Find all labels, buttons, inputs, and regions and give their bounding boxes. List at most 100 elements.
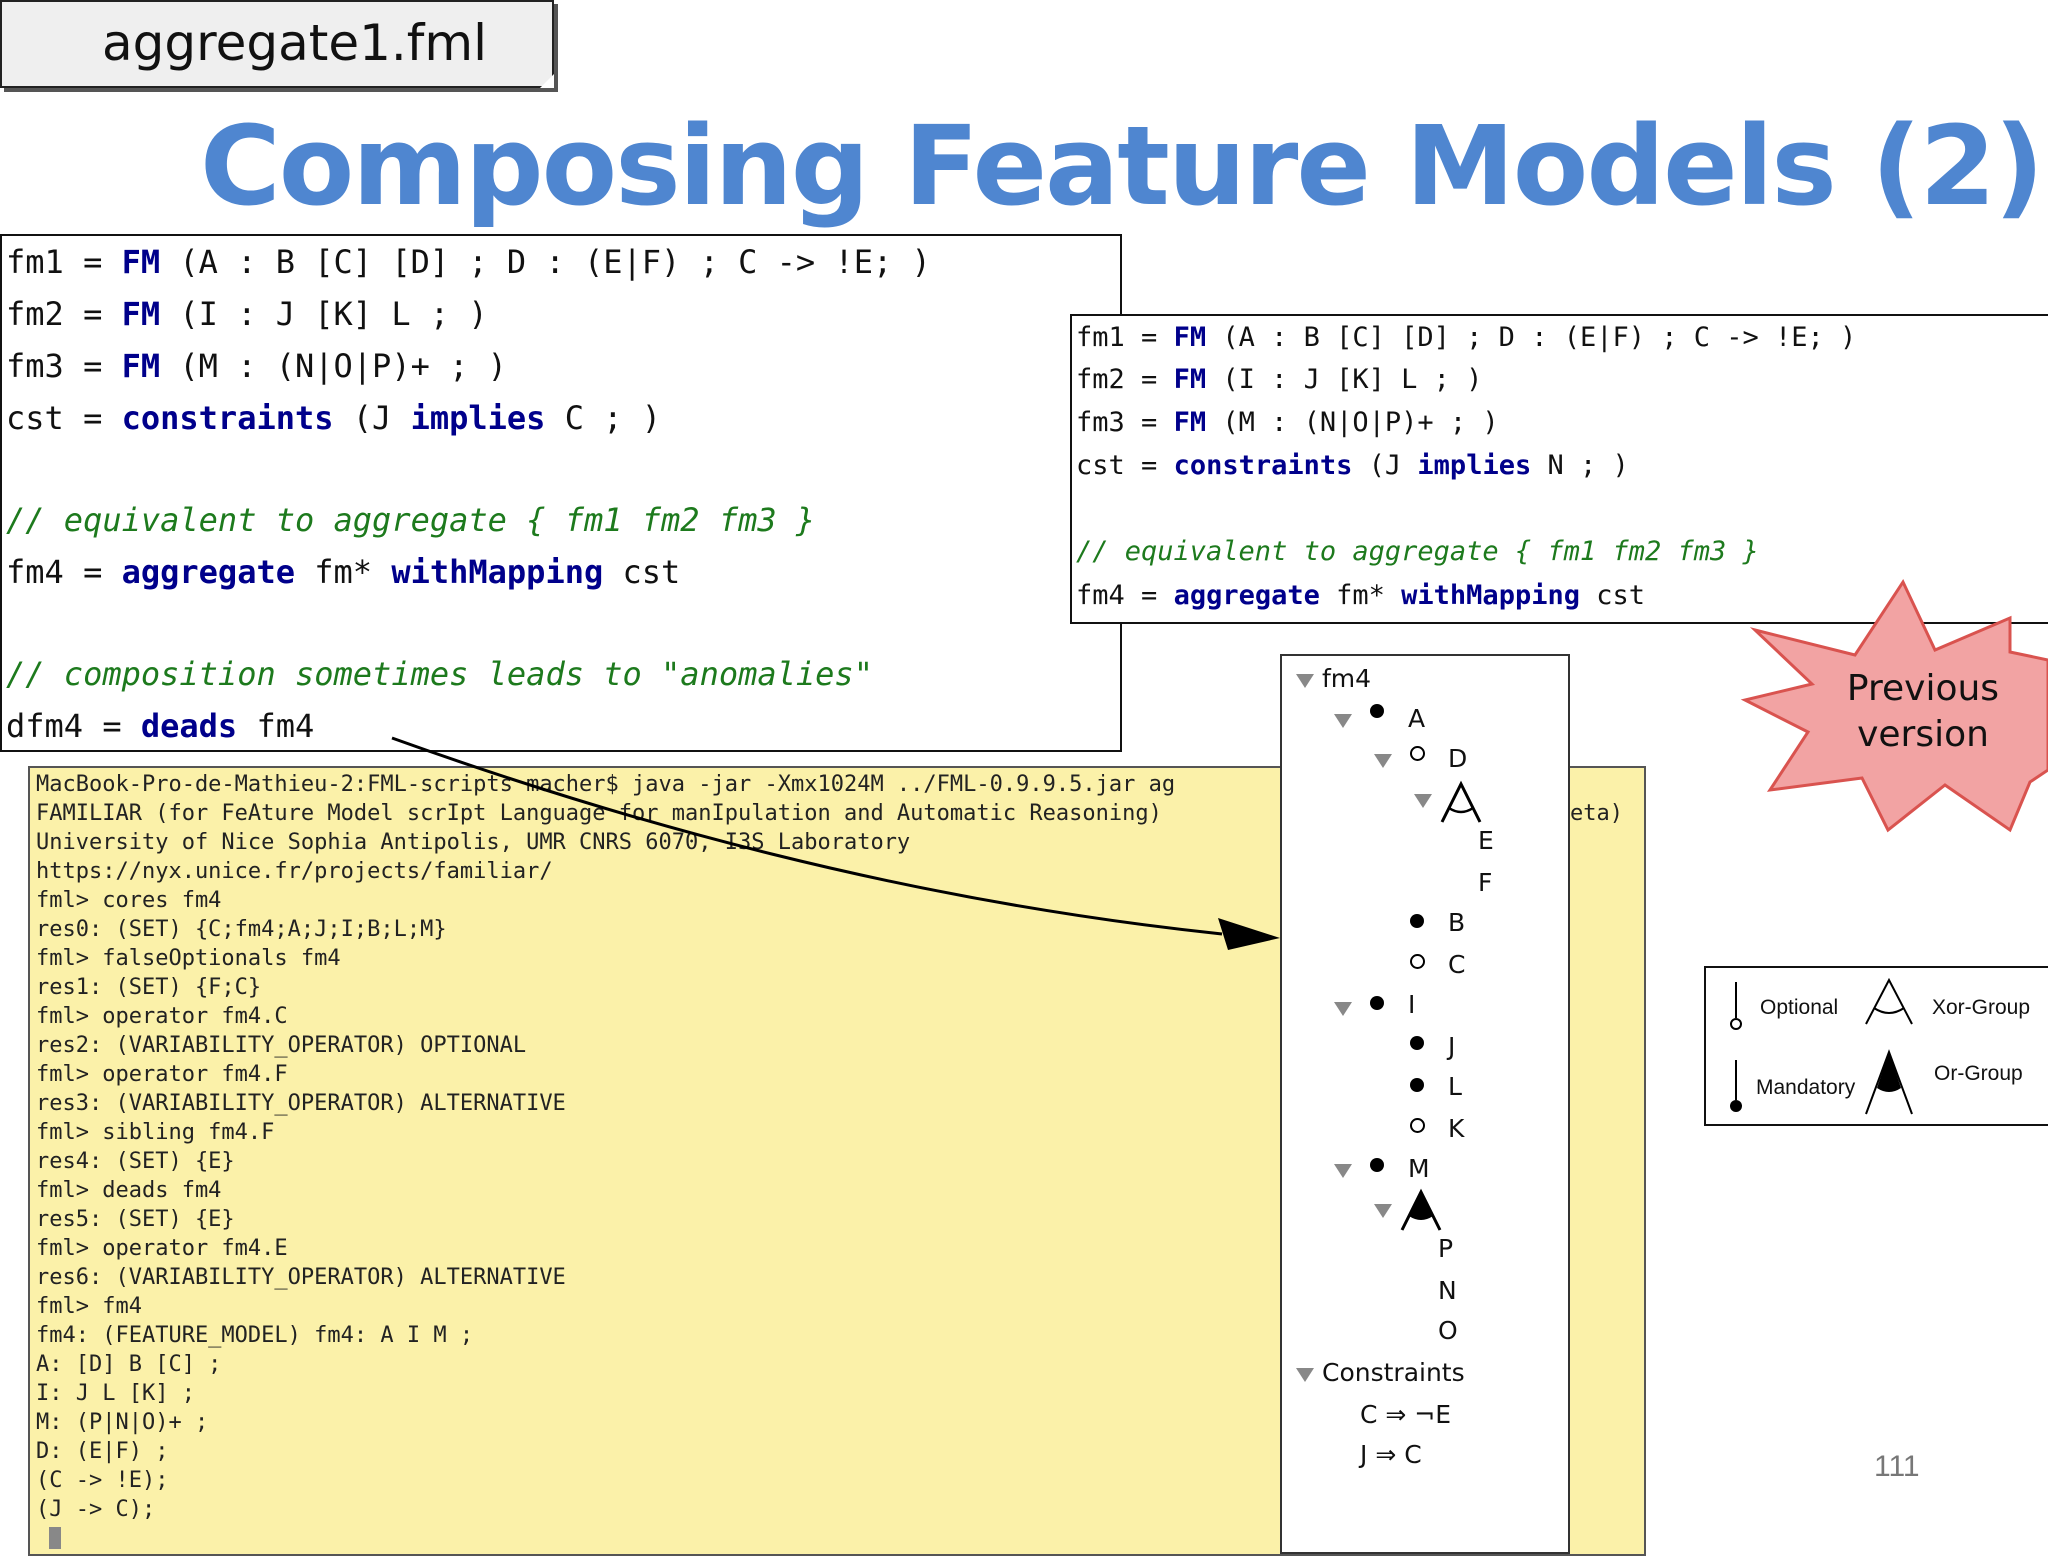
terminal-line: res1: (SET) {F;C} xyxy=(36,975,262,1000)
terminal-line: fml> operator fm4.C xyxy=(36,1004,288,1029)
expand-arrow-icon[interactable] xyxy=(1334,1002,1352,1016)
terminal-line: res3: (VARIABILITY_OPERATOR) ALTERNATIVE xyxy=(36,1091,566,1116)
tree-node-I[interactable]: I xyxy=(1408,990,1416,1019)
tree-node-fm4[interactable]: fm4 xyxy=(1322,664,1372,693)
prev-code-line-cst: cst = constraints (J implies N ; ) xyxy=(1076,450,1629,481)
expand-arrow-icon[interactable] xyxy=(1374,754,1392,768)
terminal-line: MacBook-Pro-de-Mathieu-2:FML-scripts mac… xyxy=(36,772,1176,797)
or-group-icon xyxy=(1400,1188,1442,1231)
expand-arrow-icon[interactable] xyxy=(1414,794,1432,808)
tree-node-O[interactable]: O xyxy=(1438,1316,1458,1345)
terminal-line: fm4: (FEATURE_MODEL) fm4: A I M ; xyxy=(36,1323,474,1348)
terminal-line: fml> cores fm4 xyxy=(36,888,222,913)
terminal-line: (J -> C); xyxy=(36,1497,156,1522)
terminal-line: fml> deads fm4 xyxy=(36,1178,222,1203)
slide-title: Composing Feature Models (2) xyxy=(200,102,2044,230)
terminal-line: D: (E|F) ; xyxy=(36,1439,169,1464)
file-name-label: aggregate1.fml xyxy=(102,14,487,72)
legend-or-label: Or-Group xyxy=(1934,1062,2023,1085)
code-line-fm4: fm4 = aggregate fm* withMapping cst xyxy=(6,553,681,591)
code-line-cst: cst = constraints (J implies C ; ) xyxy=(6,399,662,437)
mandatory-dot-icon xyxy=(1370,996,1384,1010)
terminal-line: fml> falseOptionals fm4 xyxy=(36,946,341,971)
terminal-overflow-text: eta) xyxy=(1570,801,1623,826)
mandatory-dot-icon xyxy=(1370,704,1384,718)
terminal-line: fml> operator fm4.F xyxy=(36,1062,288,1087)
tree-node-C[interactable]: C xyxy=(1448,950,1466,979)
code-line-dfm4: dfm4 = deads fm4 xyxy=(6,707,315,745)
terminal-line: res5: (SET) {E} xyxy=(36,1207,235,1232)
prev-code-line-fm2: fm2 = FM (I : J [K] L ; ) xyxy=(1076,364,1483,395)
mandatory-edge-icon xyxy=(1730,1060,1742,1112)
prev-code-comment-equivalent: // equivalent to aggregate { fm1 fm2 fm3… xyxy=(1076,536,1759,567)
terminal-line: FAMILIAR (for FeAture Model scrIpt Langu… xyxy=(36,801,1162,826)
terminal-line: fml> fm4 xyxy=(36,1294,142,1319)
optional-edge-icon xyxy=(1730,982,1742,1030)
terminal-line: res6: (VARIABILITY_OPERATOR) ALTERNATIVE xyxy=(36,1265,566,1290)
expand-arrow-icon[interactable] xyxy=(1374,1204,1392,1218)
terminal-line: A: [D] B [C] ; xyxy=(36,1352,222,1377)
tree-node-D[interactable]: D xyxy=(1448,744,1468,773)
tree-constraint[interactable]: J ⇒ C xyxy=(1360,1440,1422,1469)
mandatory-dot-icon xyxy=(1370,1158,1384,1172)
previous-code-box: fm1 = FM (A : B [C] [D] ; D : (E|F) ; C … xyxy=(1070,314,2048,624)
prev-code-line-fm4: fm4 = aggregate fm* withMapping cst xyxy=(1076,580,1645,611)
tree-node-J[interactable]: J xyxy=(1448,1032,1456,1061)
optional-dot-icon xyxy=(1410,954,1425,969)
tree-node-F[interactable]: F xyxy=(1478,868,1493,897)
prev-code-line-fm3: fm3 = FM (M : (N|O|P)+ ; ) xyxy=(1076,407,1499,438)
tree-constraint[interactable]: C ⇒ ¬E xyxy=(1360,1400,1452,1429)
expand-arrow-icon[interactable] xyxy=(1296,674,1314,688)
or-group-legend-icon xyxy=(1865,1049,1913,1115)
callout-line-1: Previous xyxy=(1846,668,2000,709)
tree-node-M[interactable]: M xyxy=(1408,1154,1430,1183)
code-line-fm3: fm3 = FM (M : (N|O|P)+ ; ) xyxy=(6,347,507,385)
mandatory-dot-icon xyxy=(1410,1036,1424,1050)
terminal-line: M: (P|N|O)+ ; xyxy=(36,1410,209,1435)
terminal-line: res4: (SET) {E} xyxy=(36,1149,235,1174)
tree-node-E[interactable]: E xyxy=(1478,826,1494,855)
current-code-box: fm1 = FM (A : B [C] [D] ; D : (E|F) ; C … xyxy=(0,234,1122,752)
mandatory-dot-icon xyxy=(1410,914,1424,928)
terminal-line: University of Nice Sophia Antipolis, UMR… xyxy=(36,830,911,855)
tab-fold xyxy=(540,74,554,88)
feature-model-tree[interactable]: fm4 A D E F B C I J L K M P N O Constrai… xyxy=(1280,654,1570,1554)
callout-line-2: version xyxy=(1857,714,1989,755)
tree-node-B[interactable]: B xyxy=(1448,908,1466,937)
tree-node-A[interactable]: A xyxy=(1408,704,1426,733)
prev-code-line-fm1: fm1 = FM (A : B [C] [D] ; D : (E|F) ; C … xyxy=(1076,322,1857,353)
terminal-line: I: J L [K] ; xyxy=(36,1381,195,1406)
terminal-line: https://nyx.unice.fr/projects/familiar/ xyxy=(36,859,553,884)
legend-xor-label: Xor-Group xyxy=(1932,996,2031,1019)
tree-node-N[interactable]: N xyxy=(1438,1276,1457,1305)
xor-group-legend-icon xyxy=(1865,978,1913,1025)
code-comment-anomalies: // composition sometimes leads to "anoma… xyxy=(6,655,873,693)
terminal-line: fml> operator fm4.E xyxy=(36,1236,288,1261)
mandatory-dot-icon xyxy=(1410,1078,1424,1092)
expand-arrow-icon[interactable] xyxy=(1334,1164,1352,1178)
legend-mandatory-label: Mandatory xyxy=(1756,1076,1856,1099)
page-number: 111 xyxy=(1874,1450,1920,1483)
expand-arrow-icon[interactable] xyxy=(1296,1368,1314,1382)
previous-version-label: Previous version xyxy=(1818,666,2028,758)
code-line-fm1: fm1 = FM (A : B [C] [D] ; D : (E|F) ; C … xyxy=(6,243,931,281)
terminal-line: (C -> !E); xyxy=(36,1468,169,1493)
xor-group-icon xyxy=(1440,780,1482,823)
tree-node-constraints[interactable]: Constraints xyxy=(1322,1358,1465,1387)
tree-node-P[interactable]: P xyxy=(1438,1234,1454,1263)
expand-arrow-icon[interactable] xyxy=(1334,714,1352,728)
terminal-line: res0: (SET) {C;fm4;A;J;I;B;L;M} xyxy=(36,917,447,942)
terminal-line: res2: (VARIABILITY_OPERATOR) OPTIONAL xyxy=(36,1033,527,1058)
terminal-prompt-line[interactable] xyxy=(36,1524,62,1553)
terminal-line: fml> sibling fm4.F xyxy=(36,1120,275,1145)
optional-dot-icon xyxy=(1410,1118,1425,1133)
tree-node-K[interactable]: K xyxy=(1448,1114,1465,1143)
notation-legend: Optional Xor-Group Mandatory Or-Group xyxy=(1704,966,2048,1126)
optional-dot-icon xyxy=(1410,746,1425,761)
terminal-cursor xyxy=(49,1527,62,1549)
code-line-fm2: fm2 = FM (I : J [K] L ; ) xyxy=(6,295,488,333)
legend-optional-label: Optional xyxy=(1760,996,1839,1019)
code-comment-equivalent: // equivalent to aggregate { fm1 fm2 fm3… xyxy=(6,501,816,539)
file-name-tab: aggregate1.fml xyxy=(0,0,554,88)
tree-node-L[interactable]: L xyxy=(1448,1072,1462,1101)
